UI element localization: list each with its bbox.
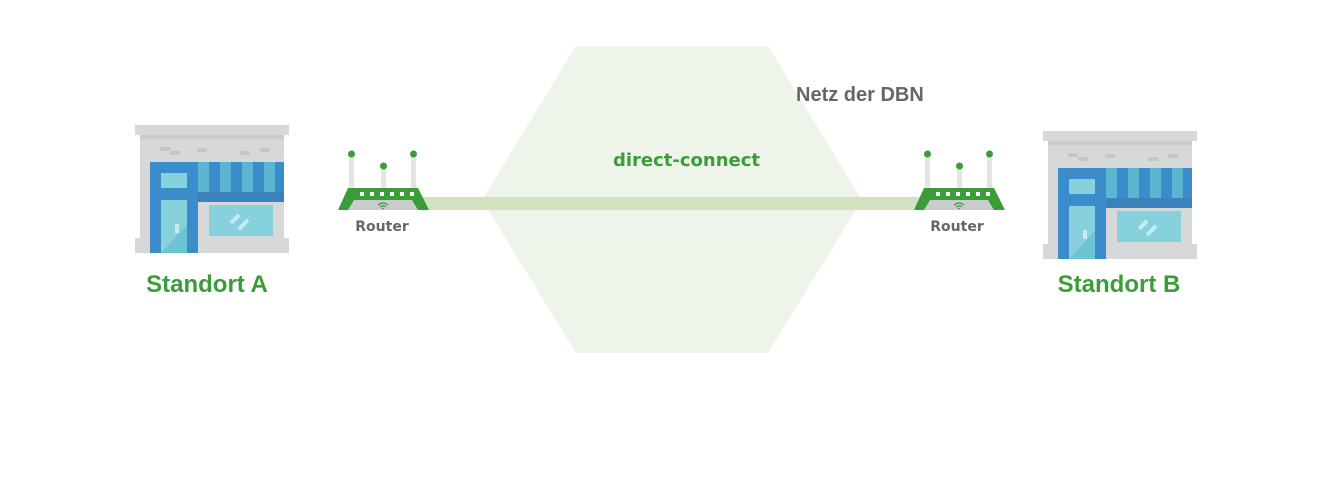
router-icon-a xyxy=(338,150,429,210)
building-icon-site-a xyxy=(135,125,289,253)
direct-connect-line xyxy=(420,197,925,210)
router-b-label: Router xyxy=(930,219,984,235)
building-icon-site-b xyxy=(1043,131,1197,259)
network-label: Netz der DBN xyxy=(796,84,924,106)
site-b-label: Standort B xyxy=(1057,271,1181,298)
router-icon-b xyxy=(914,150,1005,210)
router-a-label: Router xyxy=(355,219,409,235)
connection-label: direct-connect xyxy=(613,150,761,171)
site-a-label: Standort A xyxy=(146,271,268,298)
